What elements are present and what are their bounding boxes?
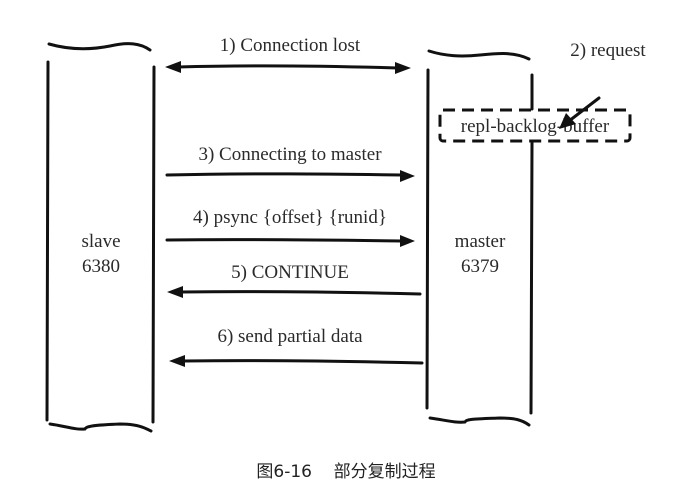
- master-right-line-lower: [529, 140, 534, 415]
- step-5-arrow-line: [179, 290, 422, 296]
- buffer-label: repl-backlog-buffer: [461, 116, 610, 137]
- step-1-label: 1) Connection lost: [220, 35, 361, 56]
- step-1-arrow-head-left: [165, 61, 181, 73]
- step-3-arrow-line: [165, 172, 404, 177]
- step-5-arrow-head: [167, 286, 183, 298]
- slave-bottom-squiggle: [48, 422, 153, 433]
- master-left-line: [425, 68, 430, 410]
- master-name-label: master: [455, 231, 506, 252]
- slave-node: slave 6380: [45, 42, 156, 433]
- step-3-label: 3) Connecting to master: [198, 144, 382, 165]
- step-5-continue: 5) CONTINUE: [167, 262, 422, 298]
- master-port-label: 6379: [461, 256, 499, 277]
- step-2-request: 2) request: [559, 40, 646, 129]
- step-2-arrow-line: [567, 96, 601, 123]
- step-5-label: 5) CONTINUE: [231, 262, 349, 283]
- step-4-psync: 4) psync {offset} {runid}: [165, 207, 415, 247]
- slave-top-squiggle: [47, 42, 152, 52]
- step-3-connecting: 3) Connecting to master: [165, 144, 415, 182]
- slave-name-label: slave: [81, 231, 120, 252]
- step-6-label: 6) send partial data: [217, 326, 363, 347]
- step-4-label: 4) psync {offset} {runid}: [193, 207, 387, 228]
- master-node: master 6379: [425, 49, 534, 427]
- step-6-send-partial-data: 6) send partial data: [169, 326, 424, 367]
- slave-right-line: [151, 65, 156, 424]
- step-6-arrow-head: [169, 355, 185, 367]
- step-1-connection-lost: 1) Connection lost: [165, 35, 411, 74]
- slave-port-label: 6380: [82, 256, 120, 277]
- buffer-dashed-box: [438, 108, 632, 143]
- repl-backlog-buffer: repl-backlog-buffer: [438, 108, 632, 143]
- figure-caption: 图6-16 部分复制过程: [256, 462, 435, 482]
- step-4-arrow-line: [165, 238, 404, 243]
- master-top-squiggle: [427, 49, 531, 61]
- step-2-label: 2) request: [570, 40, 646, 61]
- step-4-arrow-head: [400, 235, 415, 247]
- step-6-arrow-line: [181, 359, 424, 365]
- step-3-arrow-head: [400, 170, 415, 182]
- step-1-arrow-head-right: [395, 62, 411, 74]
- step-1-arrow-line: [176, 64, 400, 70]
- slave-left-line: [45, 60, 50, 422]
- master-bottom-squiggle: [428, 416, 531, 427]
- step-2-arrow-head: [559, 113, 576, 129]
